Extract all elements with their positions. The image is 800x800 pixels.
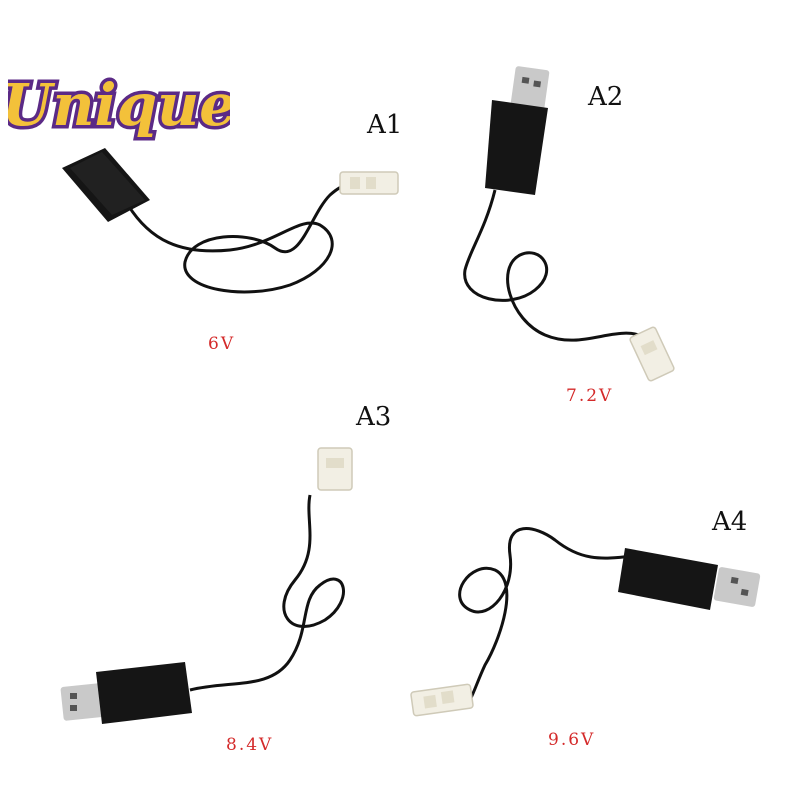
cable-a4 [410,527,761,717]
product-code-a4: A4 [712,507,748,537]
product-code-a3: A3 [356,402,392,432]
brand-logo: Unique [8,68,230,143]
usb-plug-a1 [62,148,150,222]
usb-plug-a3 [60,662,192,724]
voltage-label-a3: 8.4V [226,735,274,755]
connector-a2 [629,326,675,382]
usb-plug-a2 [485,66,550,195]
usb-plug-a4 [618,548,761,610]
voltage-label-a1: 6V [208,334,236,354]
product-code-a2: A2 [588,82,624,112]
cable-a3 [60,447,353,724]
voltage-label-a4: 9.6V [548,730,596,750]
cable-a2 [463,66,675,382]
voltage-label-a2: 7.2V [566,386,614,406]
product-code-a1: A1 [367,110,403,140]
connector-a1 [339,171,399,195]
connector-a3 [317,447,353,491]
cable-a1 [62,148,399,294]
connector-a4 [410,683,474,717]
brand-logo-text: Unique [8,71,230,139]
